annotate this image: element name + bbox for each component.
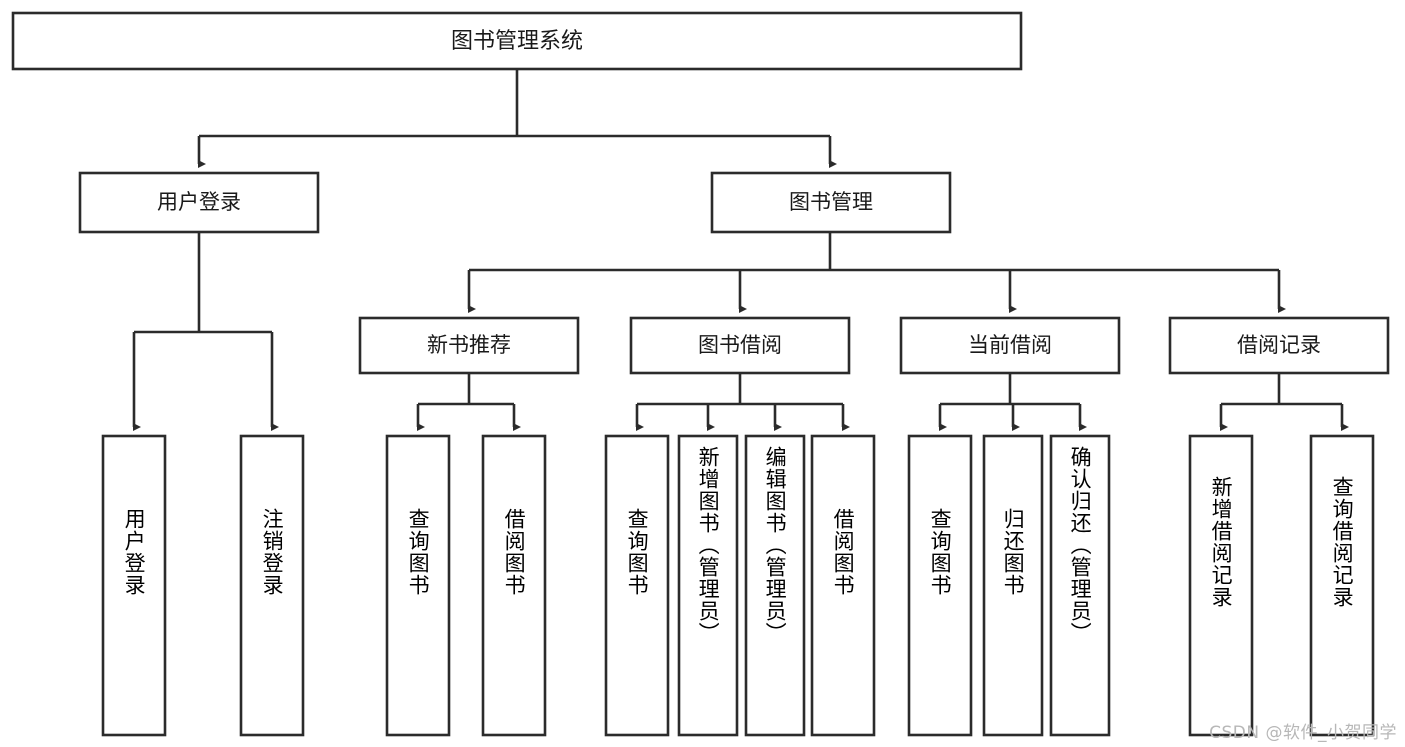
node-book-management-box[interactable] xyxy=(710,171,952,234)
connector-group-borrow-record-to-leaves xyxy=(1219,373,1349,431)
leaf-box-return-book[interactable] xyxy=(982,434,1044,737)
node-book-borrow-label: 图书借阅 xyxy=(698,333,782,357)
leaf-box-query-book-2[interactable] xyxy=(604,434,670,737)
node-root[interactable]: 图书管理系统 xyxy=(11,11,1023,71)
leaf-box-user-login[interactable] xyxy=(101,434,167,737)
node-new-book-recommend-label: 新书推荐 xyxy=(427,333,511,357)
node-user-login-label: 用户登录 xyxy=(157,190,241,214)
leaf-box-borrow-book-2[interactable] xyxy=(810,434,876,737)
node-root-box[interactable] xyxy=(11,11,1023,71)
node-book-management-label: 图书管理 xyxy=(789,190,873,214)
connector-group-book-management-to-level3 xyxy=(467,232,1286,313)
node-book-borrow[interactable]: 图书借阅 xyxy=(629,316,851,375)
node-current-borrow[interactable]: 当前借阅 xyxy=(899,316,1121,375)
connector-group-book-borrow-to-leaves xyxy=(635,373,850,431)
node-root-label: 图书管理系统 xyxy=(451,29,583,54)
leaf-box-query-borrow-record[interactable] xyxy=(1309,434,1375,737)
connector-group-current-borrow-to-leaves xyxy=(938,373,1087,431)
node-book-management[interactable]: 图书管理 xyxy=(710,171,952,234)
node-new-book-recommend[interactable]: 新书推荐 xyxy=(358,316,580,375)
node-user-login-box[interactable] xyxy=(78,171,320,234)
node-borrow-record-label: 借阅记录 xyxy=(1237,333,1321,357)
node-current-borrow-box[interactable] xyxy=(899,316,1121,375)
leaf-box-confirm-return-admin[interactable] xyxy=(1049,434,1111,737)
node-user-login[interactable]: 用户登录 xyxy=(78,171,320,234)
node-new-book-recommend-box[interactable] xyxy=(358,316,580,375)
leaf-box-edit-book-admin[interactable] xyxy=(744,434,806,737)
node-current-borrow-label: 当前借阅 xyxy=(968,333,1052,357)
connector-group-user-login-to-leaves xyxy=(132,232,279,431)
leaf-box-user-logout[interactable] xyxy=(239,434,305,737)
leaf-box-borrow-book-1[interactable] xyxy=(481,434,547,737)
node-borrow-record-box[interactable] xyxy=(1168,316,1390,375)
node-borrow-record[interactable]: 借阅记录 xyxy=(1168,316,1390,375)
csdn-watermark: CSDN @软件_小贺同学 xyxy=(1209,723,1397,743)
leaf-boxes xyxy=(101,434,1375,737)
connector-group-new-book-recommend-to-leaves xyxy=(416,373,521,431)
leaf-box-add-borrow-record[interactable] xyxy=(1188,434,1254,737)
leaf-box-query-book-3[interactable] xyxy=(907,434,973,737)
leaf-box-query-book-1[interactable] xyxy=(385,434,451,737)
leaf-box-add-book-admin[interactable] xyxy=(677,434,739,737)
connector-group-root-to-level2 xyxy=(197,69,837,168)
node-book-borrow-box[interactable] xyxy=(629,316,851,375)
